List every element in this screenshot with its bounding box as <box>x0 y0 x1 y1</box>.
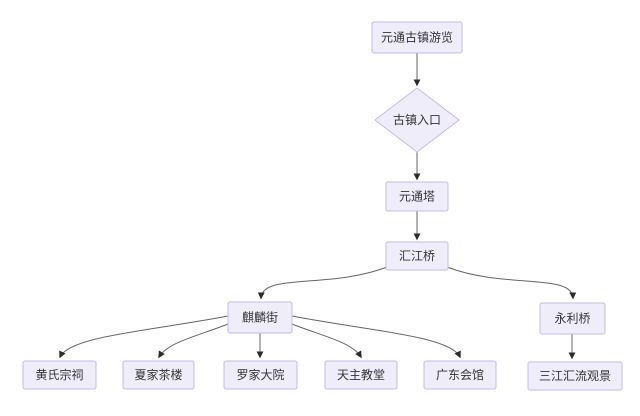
edge-qilin-to-huang-hall <box>59 315 229 359</box>
node-yongli-bridge-label: 永利桥 <box>554 312 590 326</box>
edge-huijiang-to-yongli <box>446 266 577 300</box>
node-luo-courtyard[interactable]: 罗家大院 <box>223 360 298 390</box>
node-start-label: 元通古镇游览 <box>381 30 453 45</box>
node-huang-ancestral-hall[interactable]: 黄氏宗祠 <box>22 360 97 390</box>
edge-qilin-to-church <box>291 323 362 359</box>
node-catholic-church-label: 天主教堂 <box>337 367 385 382</box>
node-town-entrance-label: 古镇入口 <box>393 112 441 127</box>
node-yuantong-tower[interactable]: 元通塔 <box>385 181 449 212</box>
node-town-entrance[interactable]: 古镇入口 <box>374 87 460 153</box>
node-huijiang-bridge[interactable]: 汇江桥 <box>385 241 449 271</box>
node-huang-ancestral-hall-label: 黄氏宗祠 <box>35 367 83 382</box>
node-three-rivers-view-label: 三江汇流观景 <box>539 369 611 383</box>
node-guangdong-guild-hall-label: 广东会馆 <box>436 367 484 382</box>
edge-qilin-to-guild-hall <box>291 315 461 359</box>
node-start[interactable]: 元通古镇游览 <box>371 21 463 54</box>
node-qilin-street-label: 麒麟街 <box>242 310 278 325</box>
node-xia-teahouse[interactable]: 夏家茶楼 <box>122 360 195 390</box>
edge-qilin-to-teahouse <box>158 323 229 359</box>
node-huijiang-bridge-label: 汇江桥 <box>399 249 435 263</box>
node-qilin-street[interactable]: 麒麟街 <box>227 301 293 334</box>
node-yuantong-tower-label: 元通塔 <box>399 190 435 204</box>
edge-huijiang-to-qilin <box>257 266 388 300</box>
node-three-rivers-view[interactable]: 三江汇流观景 <box>527 361 623 391</box>
node-catholic-church[interactable]: 天主教堂 <box>324 360 398 390</box>
node-luo-courtyard-label: 罗家大院 <box>236 367 284 382</box>
node-xia-teahouse-label: 夏家茶楼 <box>134 367 182 382</box>
edge-layer <box>59 53 577 360</box>
node-guangdong-guild-hall[interactable]: 广东会馆 <box>423 360 497 390</box>
node-yongli-bridge[interactable]: 永利桥 <box>539 302 606 335</box>
